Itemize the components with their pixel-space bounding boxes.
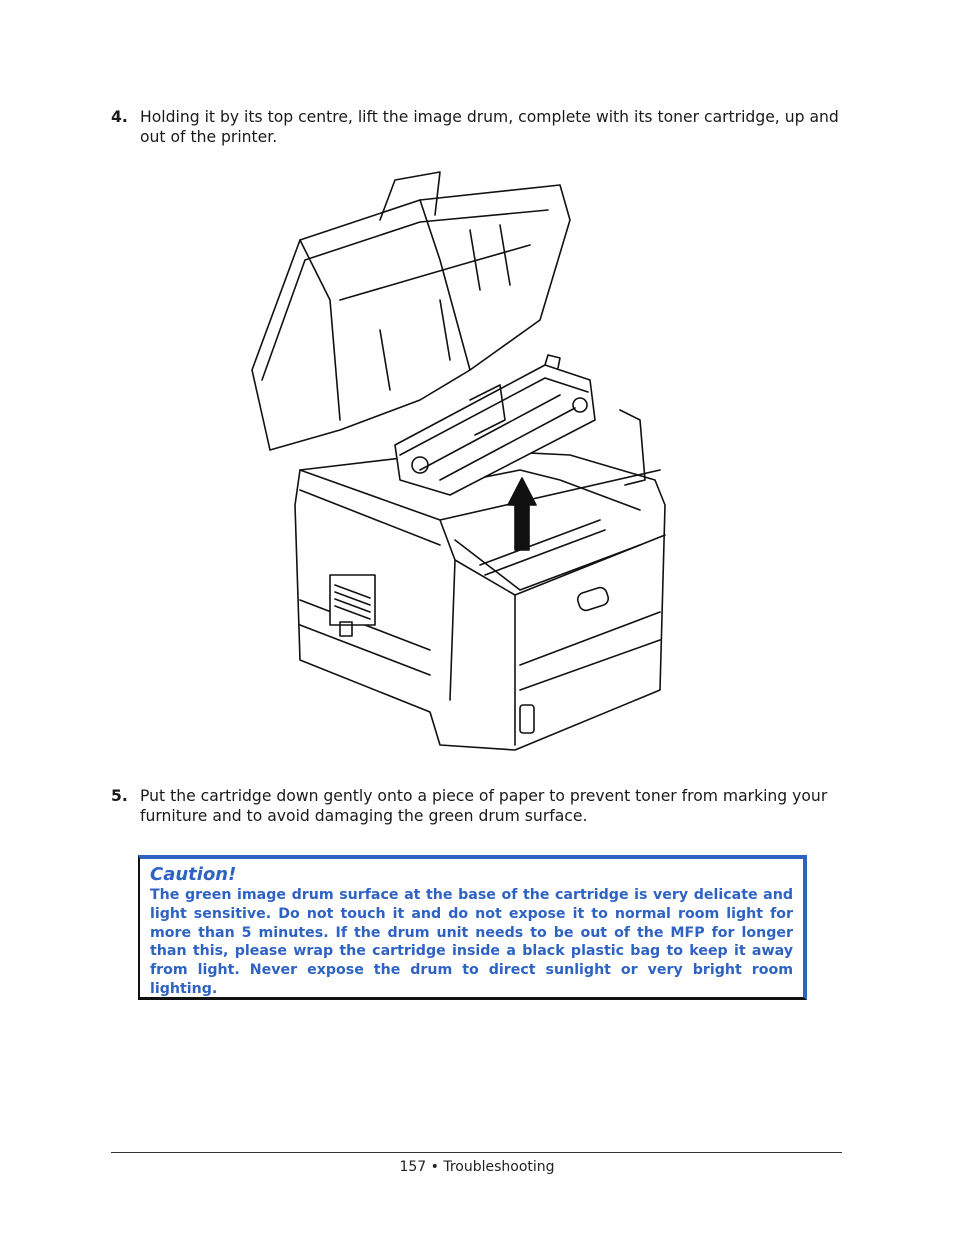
caution-box: Caution! The green image drum surface at… — [138, 855, 807, 1000]
scanner-lid — [251, 171, 571, 451]
lift-arrow-icon — [507, 477, 537, 551]
step-text: Put the cartridge down gently onto a pie… — [140, 787, 828, 825]
page-footer: 157 • Troubleshooting — [0, 1158, 954, 1176]
footer-separator: • — [430, 1159, 439, 1175]
caution-title: Caution! — [150, 864, 237, 885]
caution-body: The green image drum surface at the base… — [150, 887, 793, 997]
step-number: 5. — [111, 787, 128, 805]
step-4: 4. Holding it by its top centre, lift th… — [111, 107, 841, 147]
step-text: Holding it by its top centre, lift the i… — [140, 108, 839, 146]
step-5: 5. Put the cartridge down gently onto a … — [111, 786, 841, 826]
footer-divider — [111, 1152, 842, 1153]
image-drum-cartridge — [394, 354, 596, 496]
printer-drum-removal-illustration — [251, 171, 666, 751]
page-number: 157 — [399, 1159, 427, 1175]
section-name: Troubleshooting — [443, 1159, 555, 1175]
step-number: 4. — [111, 108, 128, 126]
